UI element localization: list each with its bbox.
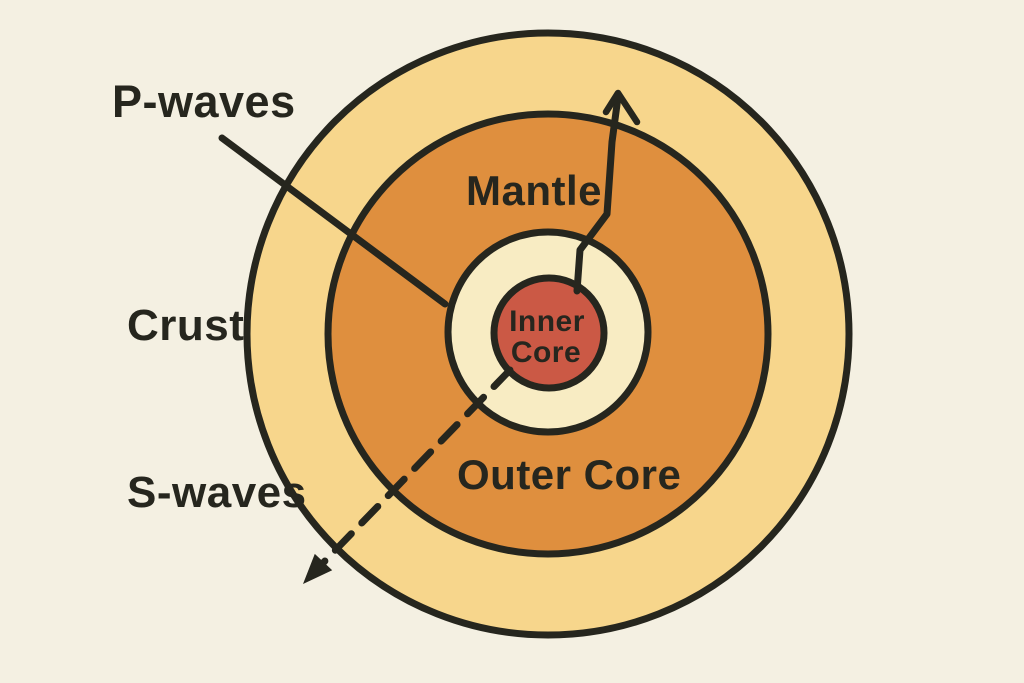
p-wave-zigzag-arrow [573,93,622,295]
inner-core-label-line1: Inner [509,305,585,338]
s-waves-label: S-waves [127,468,307,517]
mantle-label: Mantle [466,167,602,214]
outer-core-label: Outer Core [457,451,681,498]
s-wave-dashed-line [318,366,514,568]
p-wave-arrowhead [602,89,641,126]
s-wave-arrowhead [303,553,333,584]
p-waves-label: P-waves [112,76,296,127]
crust-label: Crust [127,301,244,350]
inner-core-circle [490,274,608,392]
p-wave-line [218,134,449,308]
inner-core-label-line2: Core [511,336,581,369]
